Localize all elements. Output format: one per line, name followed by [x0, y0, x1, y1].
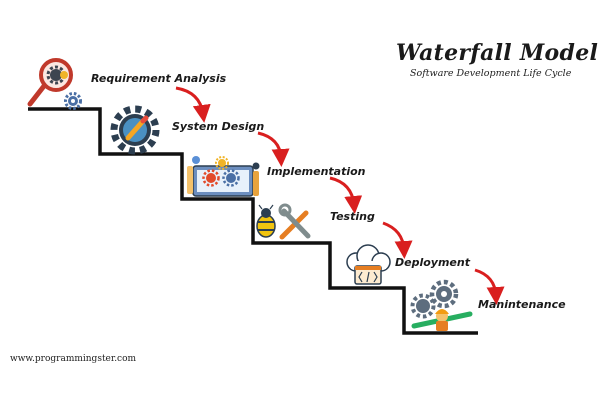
diagram-subtitle: Software Development Life Cycle [410, 68, 572, 79]
step-label-implementation: Implementation [267, 165, 366, 178]
diagram-title: Waterfall Model [396, 40, 599, 66]
cloud-code-icon [346, 244, 391, 285]
step-label-requirement-analysis: Requirement Analysis [91, 72, 227, 85]
website-footer: www.programmingster.com [10, 354, 137, 364]
flow-arrow-4 [382, 221, 413, 259]
flow-arrow-1 [175, 86, 211, 123]
developers-screen-icon [187, 156, 260, 197]
flow-arrow-5 [474, 268, 505, 305]
flow-arrow-2 [257, 131, 290, 167]
step-label-deployment: Deployment [395, 256, 470, 269]
step-label-testing: Testing [330, 210, 375, 223]
step-label-maintenance: Manintenance [478, 298, 566, 311]
flow-arrow-3 [329, 176, 363, 214]
staircase-line [28, 107, 478, 335]
bug-wrench-icon [256, 203, 311, 240]
step-label-system-design: System Design [172, 120, 265, 133]
gears-worker-icon [410, 279, 473, 331]
magnifier-gear-icon [27, 58, 82, 110]
gear-pencil-icon [110, 105, 160, 155]
